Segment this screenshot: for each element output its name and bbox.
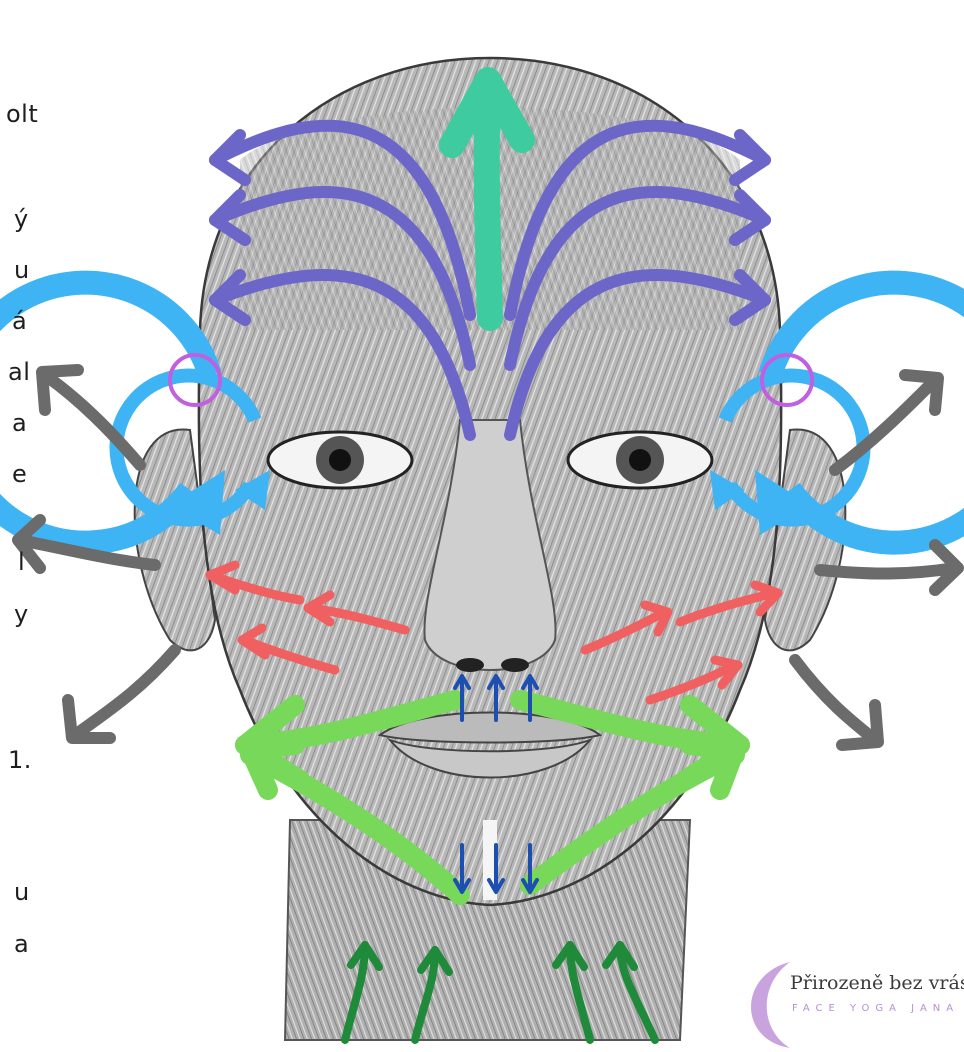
text-fragment: ý <box>14 205 29 233</box>
text-fragment: olt <box>6 100 38 128</box>
text-fragment: á <box>12 307 27 335</box>
outer-arrow <box>75 650 175 735</box>
outer-arrow <box>835 380 935 470</box>
logo-mark <box>751 962 790 1048</box>
text-fragment: 1. <box>8 746 32 774</box>
text-fragment: a <box>12 409 27 437</box>
text-fragment: u <box>14 256 30 284</box>
logo-subtitle: FACE YOGA JANA <box>792 1003 959 1019</box>
logo-title: Přirozeně bez vrás <box>790 972 964 1002</box>
text-fragment: al <box>8 358 30 386</box>
outer-arrow <box>820 568 955 574</box>
text-fragment: l <box>18 548 25 576</box>
outer-arrow <box>795 660 875 740</box>
text-fragment: e <box>12 460 27 488</box>
text-fragment: a <box>14 930 29 958</box>
forehead-center-arrow <box>487 90 490 318</box>
text-fragment: u <box>14 878 30 906</box>
text-fragment: y <box>14 600 29 628</box>
